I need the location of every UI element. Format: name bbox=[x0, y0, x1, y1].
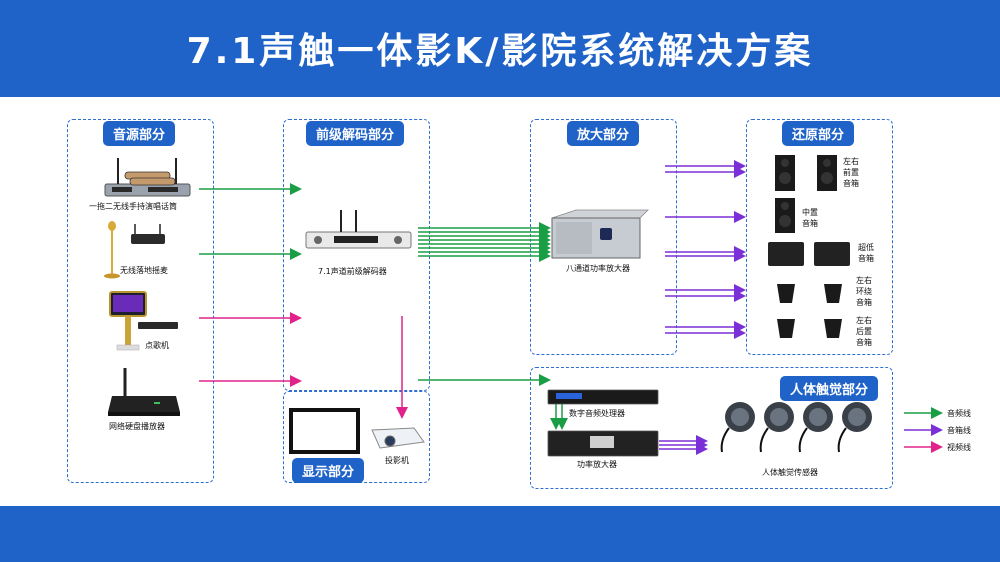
tactile-section bbox=[530, 367, 893, 489]
mic-label: 一拖二无线手持演唱话筒 bbox=[89, 202, 177, 211]
center-speaker bbox=[775, 198, 795, 233]
decoder-label: 7.1声道前级解码器 bbox=[318, 267, 387, 276]
tactile-section-tag: 人体触觉部分 bbox=[780, 376, 879, 401]
surround-speakers bbox=[777, 284, 842, 303]
floor-mic-device bbox=[104, 221, 165, 279]
display-section-tag: 显示部分 bbox=[292, 458, 365, 483]
eight-channel-amp-device bbox=[551, 209, 649, 259]
speaker-section bbox=[746, 119, 893, 355]
floor-mic-label: 无线落地摇麦 bbox=[120, 266, 168, 275]
front-speakers bbox=[775, 155, 837, 191]
projector-device bbox=[371, 427, 425, 449]
decoder-device bbox=[305, 210, 412, 249]
decoder-section bbox=[283, 119, 430, 391]
rear-speakers bbox=[777, 319, 842, 338]
tactile-sensors bbox=[720, 402, 872, 453]
video-lines bbox=[199, 312, 408, 419]
hdd-player-label: 网络硬盘播放器 bbox=[109, 422, 165, 431]
amp8-label: 八通道功率放大器 bbox=[566, 264, 630, 273]
rear-speaker-label: 左右后置音箱 bbox=[856, 316, 872, 347]
dsp-device bbox=[547, 389, 659, 405]
front-speaker-label: 左右前置音箱 bbox=[843, 157, 859, 188]
dsp-label: 数字音频处理器 bbox=[569, 409, 625, 418]
song-player-label: 点歌机 bbox=[145, 341, 169, 350]
center-speaker-label: 中置音箱 bbox=[802, 208, 818, 228]
decoder-section-tag: 前级解码部分 bbox=[306, 121, 405, 146]
legend-speaker-label: 音箱线 bbox=[947, 426, 971, 435]
page-title: 7.1声触一体影K/影院系统解决方案 bbox=[186, 31, 814, 72]
hdd-player-device bbox=[108, 368, 180, 416]
header-bar bbox=[0, 0, 1000, 97]
legend-video-label: 视频线 bbox=[947, 443, 971, 452]
sensor-label: 人体触觉传感器 bbox=[762, 468, 818, 477]
audio-lines bbox=[199, 183, 568, 430]
speaker-lines bbox=[659, 160, 746, 455]
power-amp-label: 功率放大器 bbox=[577, 460, 617, 469]
projector-label: 投影机 bbox=[385, 456, 409, 465]
legend-audio-label: 音频线 bbox=[947, 409, 971, 418]
speaker-section-tag: 还原部分 bbox=[782, 121, 855, 146]
sub-speaker-label: 超低音箱 bbox=[858, 243, 874, 263]
amp-section-tag: 放大部分 bbox=[567, 121, 640, 146]
legend-lines bbox=[904, 407, 943, 453]
source-section-tag: 音源部分 bbox=[103, 121, 176, 146]
footer-bar bbox=[0, 506, 1000, 562]
projection-screen-device bbox=[289, 408, 360, 454]
amp-section bbox=[530, 119, 677, 355]
power-amp-device bbox=[547, 430, 659, 457]
surround-speaker-label: 左右环绕音箱 bbox=[856, 276, 872, 307]
song-player-device bbox=[109, 291, 178, 351]
microphone-receiver-device bbox=[104, 158, 191, 197]
subwoofers bbox=[768, 242, 850, 266]
source-section bbox=[67, 119, 214, 483]
